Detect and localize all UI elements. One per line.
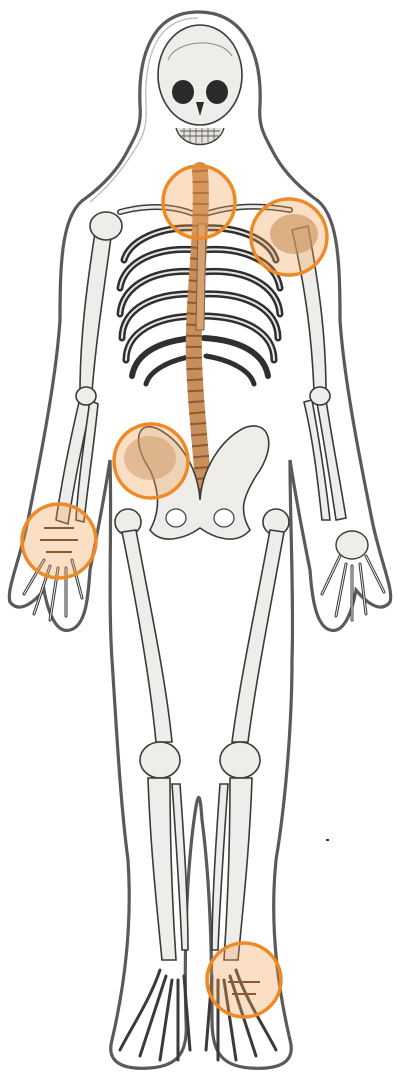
eye-socket-right <box>206 80 228 104</box>
elbow-right <box>76 387 96 405</box>
shoulder-head-right <box>90 212 122 240</box>
highlight-wrist <box>22 504 96 578</box>
highlight-hip <box>114 424 188 498</box>
sternum <box>196 224 206 330</box>
highlight-neck <box>163 166 235 238</box>
highlight-ankle <box>207 943 281 1017</box>
knee-left <box>220 742 260 778</box>
elbow-left <box>310 387 330 405</box>
knee-right <box>140 742 180 778</box>
eye-socket-left <box>172 80 194 104</box>
stray-mark <box>326 839 329 841</box>
highlight-left-shoulder <box>251 199 327 275</box>
